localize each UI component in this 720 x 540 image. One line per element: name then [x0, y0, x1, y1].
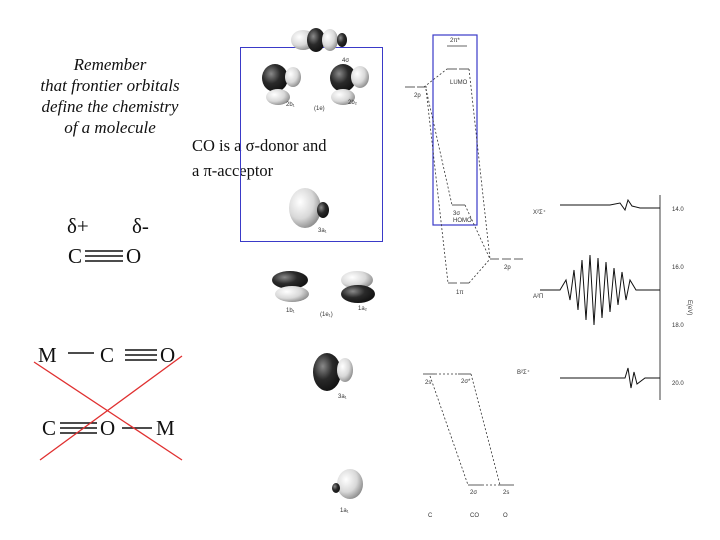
- carbon-atom-wrong: C: [42, 416, 57, 440]
- level-homo: HOMO: [453, 218, 472, 224]
- carbon-partial-charge: δ+: [67, 214, 89, 238]
- carbon-atom-correct: C: [100, 343, 115, 367]
- pes-band-b: B²Σ⁺: [517, 369, 530, 376]
- pes-tick-20: 20.0: [672, 381, 684, 387]
- mo-bottom-c: C: [428, 513, 433, 519]
- pes-axis-label: E(eV): [686, 300, 692, 315]
- pes-band-x: X²Σ⁺: [533, 209, 546, 216]
- oxygen-atom-correct: O: [160, 343, 176, 367]
- orbital-1b1-icon: [272, 271, 309, 302]
- level-c2s: 2s: [425, 380, 431, 386]
- level-pi-star: 2π*: [450, 38, 460, 44]
- orbital-1a1-icon: [332, 469, 363, 499]
- metal-atom-wrong: M: [156, 416, 175, 440]
- pes-tick-14: 14.0: [672, 207, 684, 213]
- pes-spectrum: [540, 195, 661, 400]
- level-lumo: LUMO: [450, 80, 468, 86]
- level-sigma3: 3σ: [453, 211, 460, 217]
- label-2b1: 2b₁: [286, 102, 295, 108]
- mo-bottom-o: O: [503, 513, 508, 519]
- level-o2p: 2p: [504, 265, 511, 271]
- pi-symbol: π: [203, 161, 212, 180]
- co-oxygen-atom: O: [126, 244, 142, 268]
- label-1a2: 1a₂: [358, 306, 368, 312]
- level-pi1: 1π: [456, 290, 463, 296]
- sigma-symbol: σ: [245, 136, 255, 155]
- orbital-2b2-icon: [330, 64, 369, 105]
- orbital-3a1-icon: [289, 188, 329, 228]
- co-donor-acceptor-statement: CO is a σ-donor and a π-acceptor: [192, 133, 326, 183]
- orbital-2b1-icon: [262, 64, 301, 105]
- oxygen-partial-charge: δ-: [132, 214, 149, 238]
- orbital-4sigma-icon: [291, 28, 347, 52]
- metal-atom-correct: M: [38, 343, 57, 367]
- note-line-3: define the chemistry: [41, 97, 179, 116]
- co-carbon-atom: C: [68, 244, 83, 268]
- label-3a1: 3a₁: [318, 228, 327, 234]
- label-1b1: 1b₁: [286, 308, 295, 314]
- orbital-1a2-icon: [341, 271, 375, 303]
- orbital-3a1-lower-icon: [313, 353, 353, 391]
- label-3a1-lower: 3a₁: [338, 394, 347, 400]
- mo-bottom-co: CO: [470, 513, 479, 519]
- label-1e1: (1e₁): [320, 312, 333, 318]
- co-statement-line-1: CO is a σ-donor and: [192, 136, 327, 155]
- co-statement-line-2: a π-acceptor: [192, 161, 274, 180]
- oxygen-atom-wrong: O: [100, 416, 116, 440]
- note-line-4: of a molecule: [64, 118, 156, 137]
- level-sigma2: 2σ: [470, 490, 477, 496]
- note-line-1: Remember: [73, 55, 147, 74]
- level-o2s: 2s: [503, 490, 509, 496]
- frontier-orbitals-note: Remember that frontier orbitals define t…: [20, 54, 200, 138]
- label-1a1: 1a₁: [340, 508, 349, 514]
- label-1e: (1e): [314, 106, 325, 112]
- level-sigma-star: 2σ*: [461, 379, 471, 385]
- note-line-2: that frontier orbitals: [40, 76, 180, 95]
- label-2b2: 2b₂: [348, 100, 358, 106]
- pes-tick-18: 18.0: [672, 323, 684, 329]
- pes-tick-16: 16.0: [672, 265, 684, 271]
- pes-band-a: A²Π: [533, 294, 543, 300]
- level-c2p: 2p: [414, 93, 421, 99]
- label-4s: 4σ: [342, 58, 349, 64]
